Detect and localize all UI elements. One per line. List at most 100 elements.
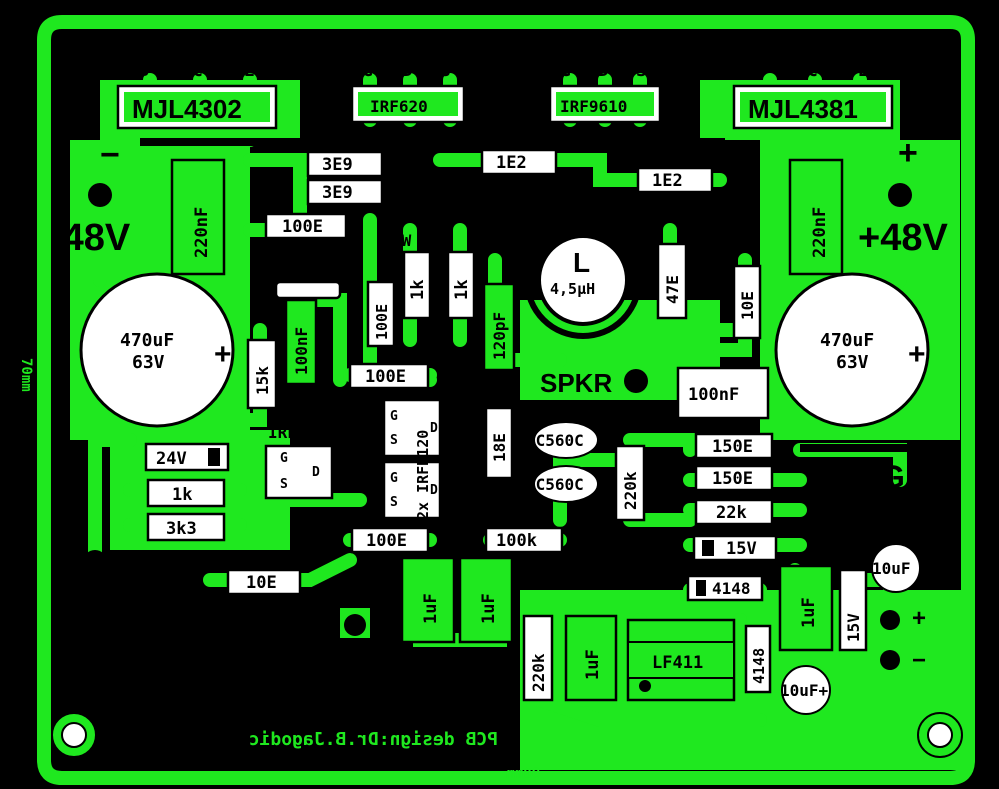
svg-text:100k: 100k bbox=[496, 531, 537, 551]
svg-text:4148: 4148 bbox=[750, 648, 768, 684]
mosfet-irfd110: IRFD110 G S D bbox=[264, 423, 335, 500]
svg-text:+: + bbox=[214, 338, 232, 371]
svg-text:24V: 24V bbox=[156, 449, 187, 469]
svg-text:1uF: 1uF bbox=[421, 593, 441, 624]
svg-text:G: G bbox=[390, 409, 398, 424]
svg-text:1uF: 1uF bbox=[799, 597, 819, 628]
inductor-coil: L 4,5µH bbox=[519, 214, 642, 339]
resistor-1e2-b: 1E2 bbox=[636, 166, 714, 194]
diode-4148-horizontal: 4148 bbox=[686, 574, 764, 602]
pin-b-right: B bbox=[756, 60, 767, 81]
svg-text:L: L bbox=[573, 247, 590, 278]
heatsink-bar-right bbox=[625, 138, 725, 146]
resistor-220k-vertical: 220k bbox=[614, 444, 646, 522]
svg-text:120pF: 120pF bbox=[490, 312, 509, 360]
capacitor-100nf-horizontal: 100nF bbox=[676, 366, 770, 420]
svg-text:150E: 150E bbox=[712, 437, 753, 457]
resistor-100e-low: 100E bbox=[350, 526, 430, 554]
plus-sign-signal: + bbox=[912, 605, 926, 632]
svg-text:SPKR: SPKR bbox=[540, 368, 612, 398]
diode-4148-vertical: 4148 bbox=[744, 624, 772, 694]
terminal-pos-supply: +48V + bbox=[858, 134, 948, 259]
svg-text:3E9: 3E9 bbox=[322, 155, 353, 175]
resistor-47e: 47E bbox=[656, 242, 688, 320]
svg-text:D: D bbox=[312, 465, 320, 480]
resistor-220k-low: 220k bbox=[522, 614, 554, 702]
resistor-150e-a: 150E bbox=[694, 432, 774, 460]
svg-text:63V: 63V bbox=[132, 352, 165, 373]
ic-lf411: LF411 bbox=[626, 618, 736, 702]
svg-text:100E: 100E bbox=[365, 367, 406, 387]
resistor-22k: 22k bbox=[694, 498, 774, 526]
svg-text:1k: 1k bbox=[172, 485, 192, 505]
designer-credit: PCB design:Dr.B.Jagodic bbox=[249, 729, 498, 750]
pin-d-irf9610: D bbox=[598, 60, 609, 81]
mounting-hole-bottom-left bbox=[51, 712, 97, 758]
zener-24v: 24V bbox=[144, 442, 230, 472]
svg-text:GND: GND bbox=[880, 459, 951, 495]
mounting-hole-bottom-right bbox=[917, 712, 963, 758]
capacitor-1uf-a: 1uF bbox=[400, 556, 456, 644]
svg-text:15V: 15V bbox=[844, 613, 863, 642]
terminal-neg-supply: -48V − bbox=[50, 136, 131, 259]
terminal-gnd-right: GND bbox=[880, 459, 951, 517]
capacitor-1uf-b: 1uF bbox=[458, 556, 514, 644]
svg-text:G: G bbox=[390, 471, 398, 486]
transistor-bc560c-b: BC560C bbox=[526, 465, 599, 503]
minus-sign-signal: − bbox=[912, 647, 926, 674]
pin-c-left: C bbox=[192, 60, 203, 81]
svg-text:+: + bbox=[908, 338, 926, 371]
resistor-10e-horizontal: 10E bbox=[226, 568, 302, 596]
svg-text:15k: 15k bbox=[253, 366, 272, 395]
svg-text:4,5µH: 4,5µH bbox=[550, 280, 595, 298]
svg-text:10E: 10E bbox=[246, 573, 277, 593]
resistor-3e9-a: 3E9 bbox=[306, 150, 384, 178]
pin-e-left: E bbox=[244, 60, 255, 81]
svg-text:-48V: -48V bbox=[50, 217, 131, 259]
svg-text:220nF: 220nF bbox=[192, 207, 212, 258]
svg-text:1E2: 1E2 bbox=[652, 171, 683, 191]
pin-d-irf620: D bbox=[402, 60, 413, 81]
svg-text:15V: 15V bbox=[726, 539, 757, 559]
svg-text:100E: 100E bbox=[366, 531, 407, 551]
svg-text:47E: 47E bbox=[663, 275, 682, 304]
svg-text:470uF: 470uF bbox=[820, 330, 874, 351]
svg-text:INPUT: INPUT bbox=[308, 644, 386, 674]
resistor-1k-b: 1k bbox=[446, 250, 476, 320]
zener-15v-vertical: 15V bbox=[838, 568, 868, 652]
speaker-bar bbox=[800, 444, 910, 452]
svg-text:D: D bbox=[430, 483, 438, 498]
svg-text:63V: 63V bbox=[836, 352, 869, 373]
svg-text:BC560C: BC560C bbox=[526, 431, 584, 450]
terminal-gnd-left: GND bbox=[58, 550, 129, 621]
resistor-1k-a: 1k bbox=[402, 250, 432, 320]
terminal-input: INPUT bbox=[308, 579, 386, 674]
svg-text:IRFD110: IRFD110 bbox=[268, 423, 335, 442]
capacitor-1uf-d: 1uF bbox=[778, 564, 834, 652]
svg-text:100E: 100E bbox=[373, 304, 391, 340]
svg-text:220nF: 220nF bbox=[810, 207, 830, 258]
svg-text:BC550C: BC550C bbox=[266, 261, 324, 280]
pin-g-irf9610: G bbox=[560, 60, 571, 81]
minus-sign-top-left: − bbox=[100, 136, 120, 174]
pin-b-left: B bbox=[138, 60, 149, 81]
resistor-10e-vertical: 10E bbox=[732, 264, 762, 340]
svg-text:10uF+: 10uF+ bbox=[780, 681, 829, 700]
zener-15v-horizontal: 15V bbox=[692, 534, 778, 562]
resistor-1e2-a: 1E2 bbox=[480, 148, 558, 176]
svg-text:1k: 1k bbox=[452, 280, 472, 300]
resistor-1k-horizontal: 1k bbox=[146, 478, 226, 508]
svg-text:S: S bbox=[280, 477, 288, 492]
pin-c-right: C bbox=[807, 60, 818, 81]
svg-text:3E9: 3E9 bbox=[322, 183, 353, 203]
heatsink-bar-left bbox=[140, 138, 440, 146]
resistor-150e-b: 150E bbox=[694, 464, 774, 492]
resistor-100e-vertical: 100E bbox=[366, 280, 396, 348]
svg-text:100nF: 100nF bbox=[688, 385, 739, 405]
capacitor-470uf-left: 470uF 63V + bbox=[79, 272, 235, 428]
pin-letter-row: B C E G D S G D S B C E bbox=[138, 60, 869, 81]
svg-text:S: S bbox=[390, 433, 398, 448]
svg-text:4148: 4148 bbox=[712, 579, 751, 598]
resistor-18e: 18E bbox=[484, 406, 514, 480]
